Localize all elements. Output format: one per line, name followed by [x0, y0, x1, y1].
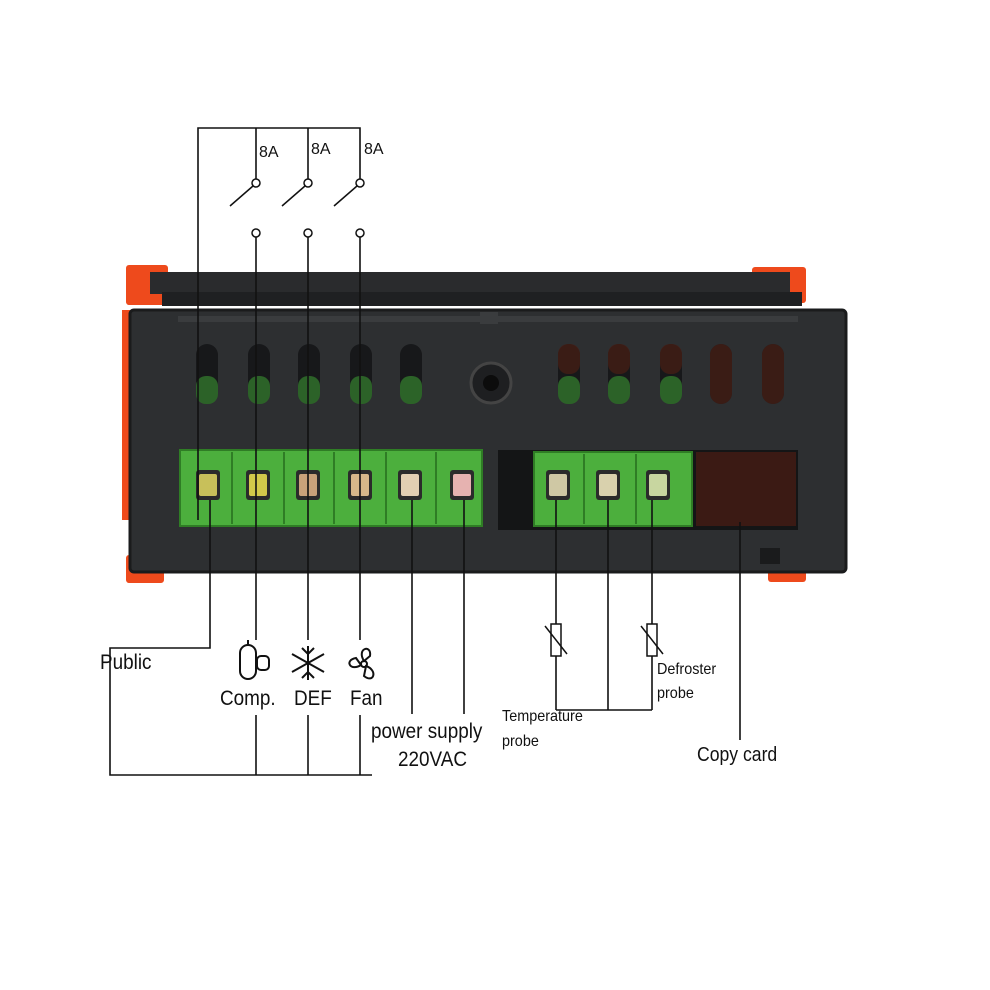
housing-top-rail	[150, 272, 790, 294]
fan-label: Fan	[350, 687, 383, 710]
fan-icon	[348, 647, 375, 680]
thermistor-symbol-icon	[544, 623, 664, 657]
relay-switch-icon	[229, 178, 365, 238]
compressor-icon	[239, 640, 270, 680]
relay-rating-fan: 8A	[364, 141, 384, 158]
copy-card-slot	[696, 452, 796, 526]
power-supply-label: power supply	[371, 720, 483, 743]
relay-rating-def: 8A	[311, 141, 331, 158]
temperature-probe-label-2: probe	[502, 733, 539, 750]
screw-terminals	[196, 470, 670, 500]
housing-face	[128, 308, 848, 574]
public-label: Public	[100, 651, 152, 674]
defroster-probe-label-2: probe	[657, 685, 694, 702]
copy-card-label: Copy card	[697, 744, 778, 766]
relay-rating-comp: 8A	[259, 144, 279, 161]
defroster-probe-label: Defroster	[657, 661, 717, 678]
power-voltage-label: 220VAC	[398, 748, 468, 771]
controller-housing	[122, 265, 848, 583]
def-label: DEF	[294, 687, 332, 710]
snowflake-icon	[291, 646, 325, 680]
wiring-lines	[109, 127, 741, 776]
temperature-probe-label: Temperature	[502, 708, 583, 725]
comp-label: Comp.	[220, 687, 276, 710]
terminal-block-main	[179, 449, 483, 527]
